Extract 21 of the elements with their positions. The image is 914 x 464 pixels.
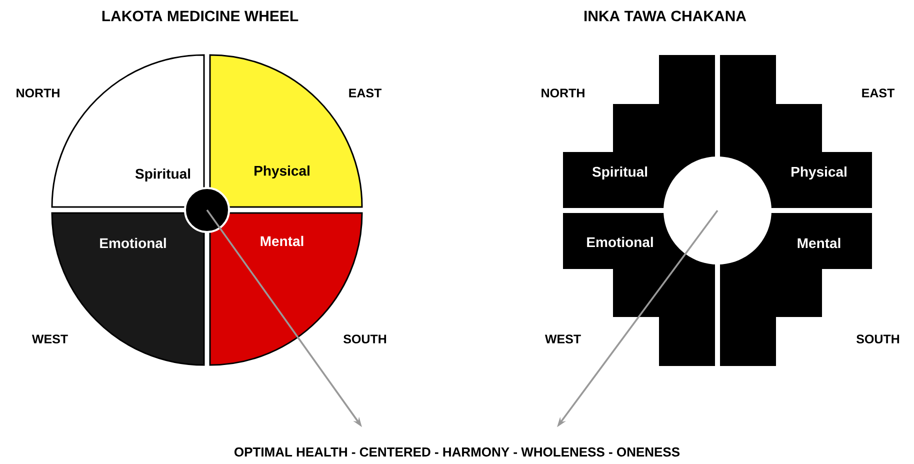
center-circle (664, 156, 772, 264)
direction-label: EAST (349, 88, 382, 98)
direction-label: EAST (862, 88, 895, 98)
direction-label: WEST (544, 334, 581, 344)
quadrant-label: Physical (792, 166, 846, 180)
summary-text: OPTIMAL HEALTH - CENTERED - HARMONY - WHOLENESS - ONENESS (234, 447, 680, 457)
quadrant-label: Spiritual (592, 166, 648, 180)
direction-label: NORTH (542, 88, 584, 98)
quadrant-label: Physical (254, 165, 310, 179)
direction-label: SOUTH (856, 334, 900, 344)
direction-label: NORTH (16, 88, 60, 98)
center-circle (184, 187, 230, 233)
quadrant-label: Mental (260, 236, 304, 246)
heading-label: INKA TAWA CHAKANA (584, 10, 746, 22)
heading-label: LAKOTA MEDICINE WHEEL (102, 10, 298, 22)
direction-label: SOUTH (344, 334, 386, 344)
quadrant-label: Emotional (100, 238, 166, 248)
quadrant-label: Emotional (587, 236, 653, 248)
direction-label: WEST (32, 334, 68, 344)
quadrant-label: Spiritual (135, 168, 190, 182)
quadrant-label: Mental (798, 238, 840, 248)
